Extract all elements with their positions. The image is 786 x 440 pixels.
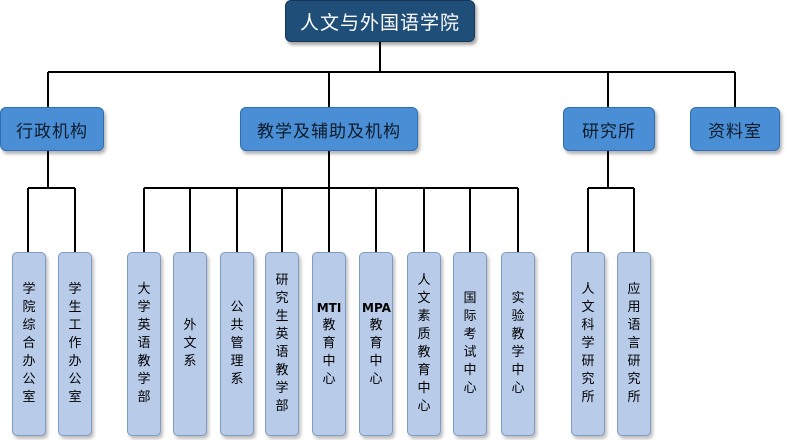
leaf-humanities-center-label: 人文素质教育中心 [417,273,431,414]
leaf-applied-linguistics: 应用语言研究所 [617,252,651,436]
dept-admin-node: 行政机构 [0,107,104,151]
leaf-public-admin: 公共管理系 [220,252,254,436]
leaf-admin-office-label: 学院综合办公室 [22,282,36,405]
dept-archive-node: 资料室 [690,107,780,151]
leaf-public-admin-label: 公共管理系 [230,300,244,387]
leaf-applied-linguistics-label: 应用语言研究所 [627,282,641,405]
dept-teaching-node: 教学及辅助及机构 [240,107,418,151]
root-node: 人文与外国语学院 [285,0,475,42]
leaf-student-affairs-label: 学生工作办公室 [68,282,82,405]
leaf-graduate-english: 研究生英语教学部 [265,252,299,436]
leaf-humanities-institute-label: 人文科学研究所 [581,282,595,405]
dept-research-label: 研究所 [582,121,636,142]
leaf-humanities-center: 人文素质教育中心 [407,252,441,436]
leaf-humanities-institute: 人文科学研究所 [571,252,605,436]
leaf-graduate-english-label: 研究生英语教学部 [275,273,289,414]
leaf-admin-office: 学院综合办公室 [12,252,46,436]
root-label: 人文与外国语学院 [299,11,460,34]
leaf-intl-exam-center: 国际考试中心 [453,252,487,436]
dept-archive-label: 资料室 [708,121,762,142]
leaf-college-english-label: 大学英语教学部 [137,282,151,405]
leaf-lab-teaching-center: 实验教学中心 [501,252,535,436]
leaf-student-affairs: 学生工作办公室 [58,252,92,436]
leaf-foreign-languages-label: 外文系 [183,318,197,369]
leaf-lab-teaching-center-label: 实验教学中心 [511,291,525,396]
dept-research-node: 研究所 [563,107,655,151]
leaf-intl-exam-center-label: 国际考试中心 [463,291,477,396]
dept-teaching-label: 教学及辅助及机构 [257,121,401,142]
leaf-college-english: 大学英语教学部 [127,252,161,436]
leaf-foreign-languages: 外文系 [173,252,207,436]
dept-admin-label: 行政机构 [16,121,88,142]
